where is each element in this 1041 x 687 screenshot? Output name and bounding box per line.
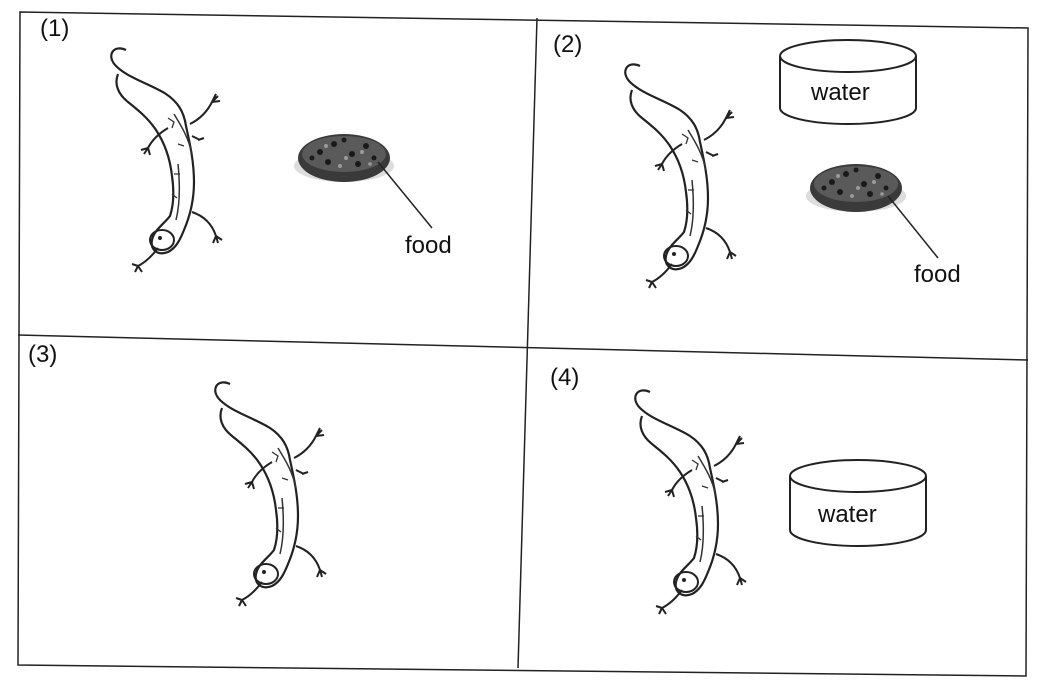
panel-1-label: (1) — [40, 15, 69, 42]
panel-4: (4) water — [550, 364, 926, 614]
panel-1: (1) food — [40, 15, 452, 272]
food-pointer-line — [378, 162, 432, 228]
food-dish-icon — [806, 164, 906, 212]
water-label: water — [810, 79, 870, 106]
salamander-icon — [635, 390, 746, 614]
food-label: food — [405, 232, 452, 259]
panel-2: (2) water food — [553, 31, 961, 288]
panel-3-label: (3) — [28, 341, 57, 368]
salamander-icon — [625, 64, 736, 288]
food-label: food — [914, 261, 961, 288]
panel-3: (3) — [28, 341, 326, 606]
salamander-icon — [215, 382, 326, 606]
panel-2-label: (2) — [553, 31, 582, 58]
salamander-icon — [111, 48, 222, 272]
water-label: water — [817, 501, 877, 528]
food-pointer-line — [888, 196, 938, 258]
food-dish-icon — [294, 134, 394, 182]
panel-4-label: (4) — [550, 364, 579, 391]
